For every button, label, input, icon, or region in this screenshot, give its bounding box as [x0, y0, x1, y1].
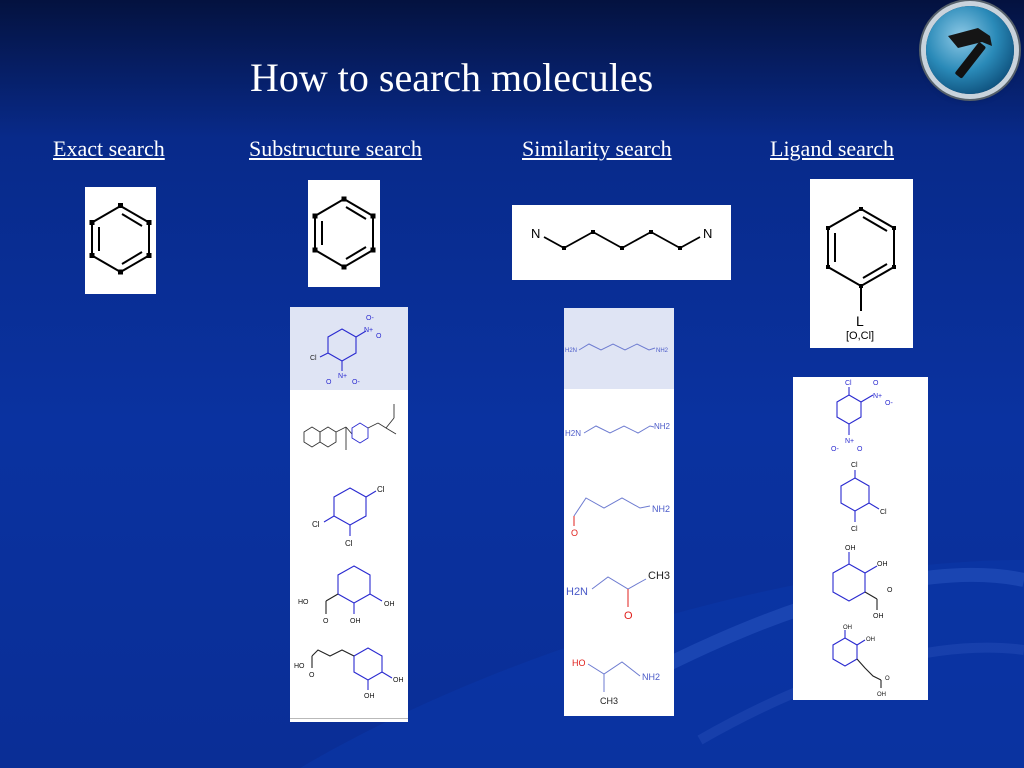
exact-search-link[interactable]: Exact search — [53, 136, 165, 161]
result-row[interactable]: HO O OH OH — [290, 636, 408, 719]
atom-label: O- — [366, 315, 374, 322]
result-row[interactable]: OH OH O OH — [793, 622, 928, 700]
atom-n-left: N — [531, 226, 540, 241]
atom-label: OH — [384, 601, 395, 608]
atom-label: Cl — [880, 509, 887, 516]
exact-query-structure — [85, 187, 156, 294]
atom-label: OH — [845, 545, 856, 552]
result-row[interactable]: H2N O CH3 — [564, 551, 674, 633]
atom-label: NH2 — [656, 348, 669, 354]
atom-label: Cl — [851, 462, 858, 469]
atom-label: Cl — [310, 355, 317, 362]
atom-label: O- — [352, 379, 360, 386]
atom-label: NH2 — [652, 504, 670, 514]
atom-label: N+ — [338, 373, 347, 380]
atom-label: O — [887, 587, 893, 594]
atom-label: Cl — [377, 485, 385, 494]
result-row[interactable]: Cl N+ O- O N+ O- O — [793, 377, 928, 459]
ligand-query-structure: L [O,Cl] — [810, 179, 913, 348]
atom-label: CH3 — [600, 696, 618, 706]
atom-label: Cl — [312, 520, 320, 529]
ligand-results-list: Cl N+ O- O N+ O- O Cl Cl Cl OH OH O OH — [793, 377, 928, 700]
atom-label: OH — [364, 693, 375, 700]
atom-label: OH — [393, 677, 404, 684]
atom-label: N+ — [845, 438, 854, 445]
result-row[interactable]: HO CH3 NH2 — [564, 632, 674, 716]
result-row[interactable]: H2N NH2 — [564, 389, 674, 471]
atom-label: H2N — [565, 348, 577, 354]
result-row[interactable]: Cl Cl Cl — [793, 458, 928, 541]
result-row[interactable]: OH OH O OH — [793, 540, 928, 623]
atom-label: N+ — [364, 327, 373, 334]
atom-label: OH — [873, 613, 884, 620]
atom-label: OH — [843, 625, 852, 631]
result-row[interactable]: Cl Cl Cl — [290, 472, 408, 555]
slide-title: How to search molecules — [250, 55, 654, 100]
atom-label: CH3 — [648, 570, 670, 582]
hammer-icon — [948, 28, 992, 79]
atom-label: O — [323, 618, 329, 625]
atom-label: OH — [866, 637, 875, 643]
atom-label: O — [873, 380, 879, 387]
atom-label: Cl — [345, 539, 353, 548]
atom-label: N+ — [873, 393, 882, 400]
atom-label: Cl — [851, 526, 858, 533]
atom-label: O — [326, 379, 332, 386]
ligand-group-options: [O,Cl] — [846, 330, 874, 342]
result-row[interactable]: HO O OH OH — [290, 554, 408, 637]
atom-label: O- — [885, 400, 893, 407]
atom-label: OH — [877, 561, 888, 568]
atom-label: H2N — [565, 429, 581, 438]
atom-label: OH — [877, 692, 886, 698]
result-row[interactable]: O NH2 — [564, 470, 674, 552]
atom-label: H2N — [566, 586, 588, 598]
atom-label: O- — [831, 446, 839, 453]
atom-label: O — [885, 676, 890, 682]
atom-label: HO — [572, 658, 586, 668]
atom-label: NH2 — [642, 672, 660, 682]
atom-n-right: N — [703, 226, 712, 241]
atom-label: OH — [350, 618, 361, 625]
atom-label: O — [624, 610, 633, 622]
result-row[interactable] — [290, 390, 408, 473]
ligand-group-label: L — [856, 313, 864, 329]
hammer-tool-button[interactable] — [926, 6, 1014, 94]
atom-label: O — [309, 672, 315, 679]
atom-label: O — [376, 333, 382, 340]
substructure-search-link[interactable]: Substructure search — [249, 136, 422, 161]
substructure-query-structure — [308, 180, 380, 287]
atom-label: HO — [298, 599, 309, 606]
atom-label: O — [571, 528, 578, 538]
result-row[interactable]: H2N NH2 — [564, 308, 674, 390]
atom-label: HO — [294, 663, 305, 670]
similarity-search-link[interactable]: Similarity search — [522, 136, 672, 161]
substructure-results-list: N+ O- O Cl N+ O O- Cl Cl Cl — [290, 307, 408, 722]
atom-label: NH2 — [654, 422, 671, 431]
ligand-search-link[interactable]: Ligand search — [770, 136, 894, 161]
similarity-query-structure: N N — [512, 205, 731, 280]
similarity-results-list: H2N NH2 H2N NH2 O NH2 H2N O CH3 HO — [564, 308, 674, 716]
atom-label: O — [857, 446, 863, 453]
result-row[interactable]: N+ O- O Cl N+ O O- — [290, 307, 408, 391]
atom-label: Cl — [845, 380, 852, 387]
